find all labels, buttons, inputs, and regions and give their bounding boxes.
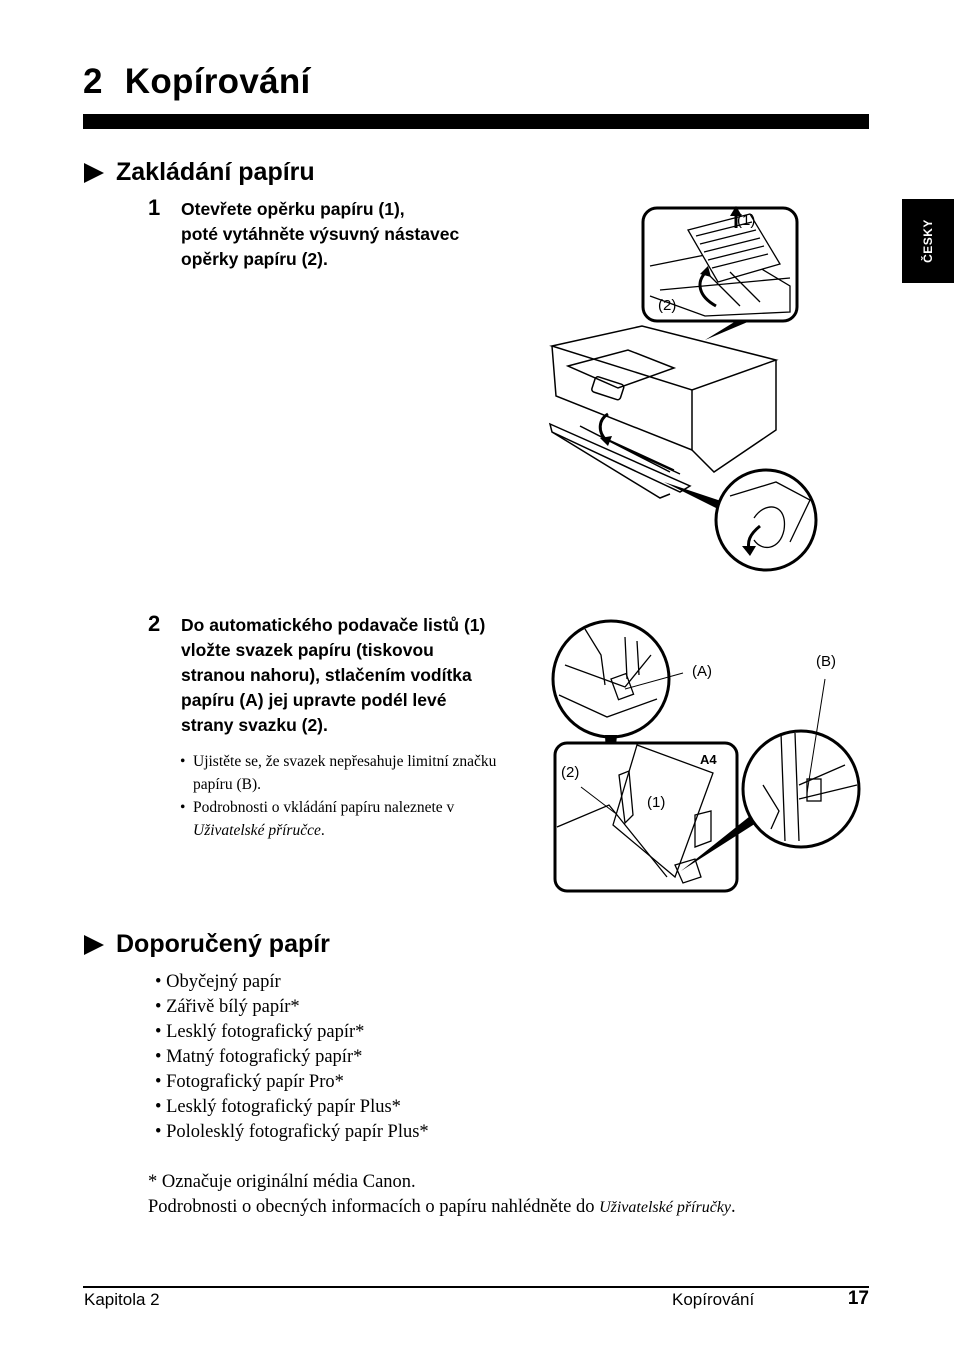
zoom-inset-frame [714, 468, 818, 572]
note-line: Ujistěte se, že svazek nepřesahuje limit… [193, 753, 497, 770]
section-heading-recommended-paper: Doporučený papír [84, 930, 330, 959]
recommended-paper-list: Obyčejný papír Zářivě bílý papír* Lesklý… [155, 970, 429, 1145]
note-punctuation: . [320, 822, 325, 839]
chapter-number: 2 [83, 62, 103, 101]
step-2-number: 2 [148, 611, 161, 636]
callout-2: (2) [561, 764, 579, 781]
callout-2: (2) [658, 297, 676, 314]
section-heading-text: Doporučený papír [116, 930, 330, 958]
callout-1: (1) [647, 794, 665, 811]
list-item: Lesklý fotografický papír Plus* [155, 1095, 429, 1120]
section-heading-loading-paper: Zakládání papíru [84, 158, 315, 187]
page-number: 17 [847, 1288, 869, 1309]
zoom-inset-frame [741, 729, 861, 849]
title-rule [83, 114, 869, 129]
paper-loading-figure: (A) A4 (2) (1) (B) [551, 619, 861, 893]
footer-chapter: Kapitola 2 [84, 1290, 160, 1309]
manual-reference: Uživatelské příručky [599, 1199, 732, 1216]
callout-1: (1) [737, 212, 755, 229]
list-item: Pololesklý fotografický papír Plus* [155, 1120, 429, 1145]
printer-paper-support-figure: (1) (2) [548, 206, 818, 572]
footnote-punctuation: . [731, 1197, 736, 1217]
step-2-line: papíru (A) jej upravte podél levé [181, 690, 447, 710]
paper-size-label: A4 [700, 752, 717, 767]
footnote-line: Podrobnosti o obecných informacích o pap… [148, 1195, 736, 1220]
step-1-line: opěrky papíru (2). [181, 249, 328, 269]
callout-A: (A) [692, 663, 712, 680]
step-1-text: Otevřete opěrku papíru (1), poté vytáhně… [181, 197, 459, 272]
footnote-text: Podrobnosti o obecných informacích o pap… [148, 1197, 600, 1217]
note-line: Uživatelské příručce. [193, 819, 496, 842]
footer-title: Kopírování [672, 1290, 755, 1309]
step-1-number: 1 [148, 195, 161, 220]
step-2-line: vložte svazek papíru (tiskovou [181, 640, 434, 660]
step-2-notes: Ujistěte se, že svazek nepřesahuje limit… [180, 750, 496, 842]
language-tab: ČESKY [902, 199, 954, 283]
list-item: Fotografický papír Pro* [155, 1070, 429, 1095]
note-item: Ujistěte se, že svazek nepřesahuje limit… [180, 750, 496, 796]
list-item: Lesklý fotografický papír* [155, 1020, 429, 1045]
note-line: papíru (B). [193, 776, 262, 793]
step-2-line: stranou nahoru), stlačením vodítka [181, 665, 472, 685]
note-item: Podrobnosti o vkládání papíru naleznete … [180, 796, 496, 842]
manual-reference: Uživatelské příručce [193, 822, 321, 839]
step-1-line: Otevřete opěrku papíru (1), [181, 199, 405, 219]
footer-rule [83, 1286, 869, 1288]
language-tab-label: ČESKY [921, 219, 935, 263]
section-heading-text: Zakládání papíru [116, 158, 315, 186]
list-item: Matný fotografický papír* [155, 1045, 429, 1070]
callout-B: (B) [816, 653, 836, 670]
triangle-bullet-icon [84, 162, 104, 183]
step-1-line: poté vytáhněte výsuvný nástavec [181, 224, 460, 244]
footnote: * Označuje originální média Canon. Podro… [148, 1170, 736, 1220]
list-item: Zářivě bílý papír* [155, 995, 429, 1020]
step-2-line: Do automatického podavače listů (1) [181, 615, 486, 635]
list-item: Obyčejný papír [155, 970, 429, 995]
step-2-text: Do automatického podavače listů (1) vlož… [181, 613, 485, 738]
chapter-title-text: Kopírování [124, 62, 311, 101]
printer-body [548, 325, 779, 499]
note-line: Podrobnosti o vkládání papíru naleznete … [193, 799, 455, 816]
step-2-line: strany svazku (2). [181, 715, 328, 735]
triangle-bullet-icon [84, 934, 104, 955]
chapter-title: 2 Kopírování [83, 62, 311, 102]
footnote-line: * Označuje originální média Canon. [148, 1172, 416, 1192]
